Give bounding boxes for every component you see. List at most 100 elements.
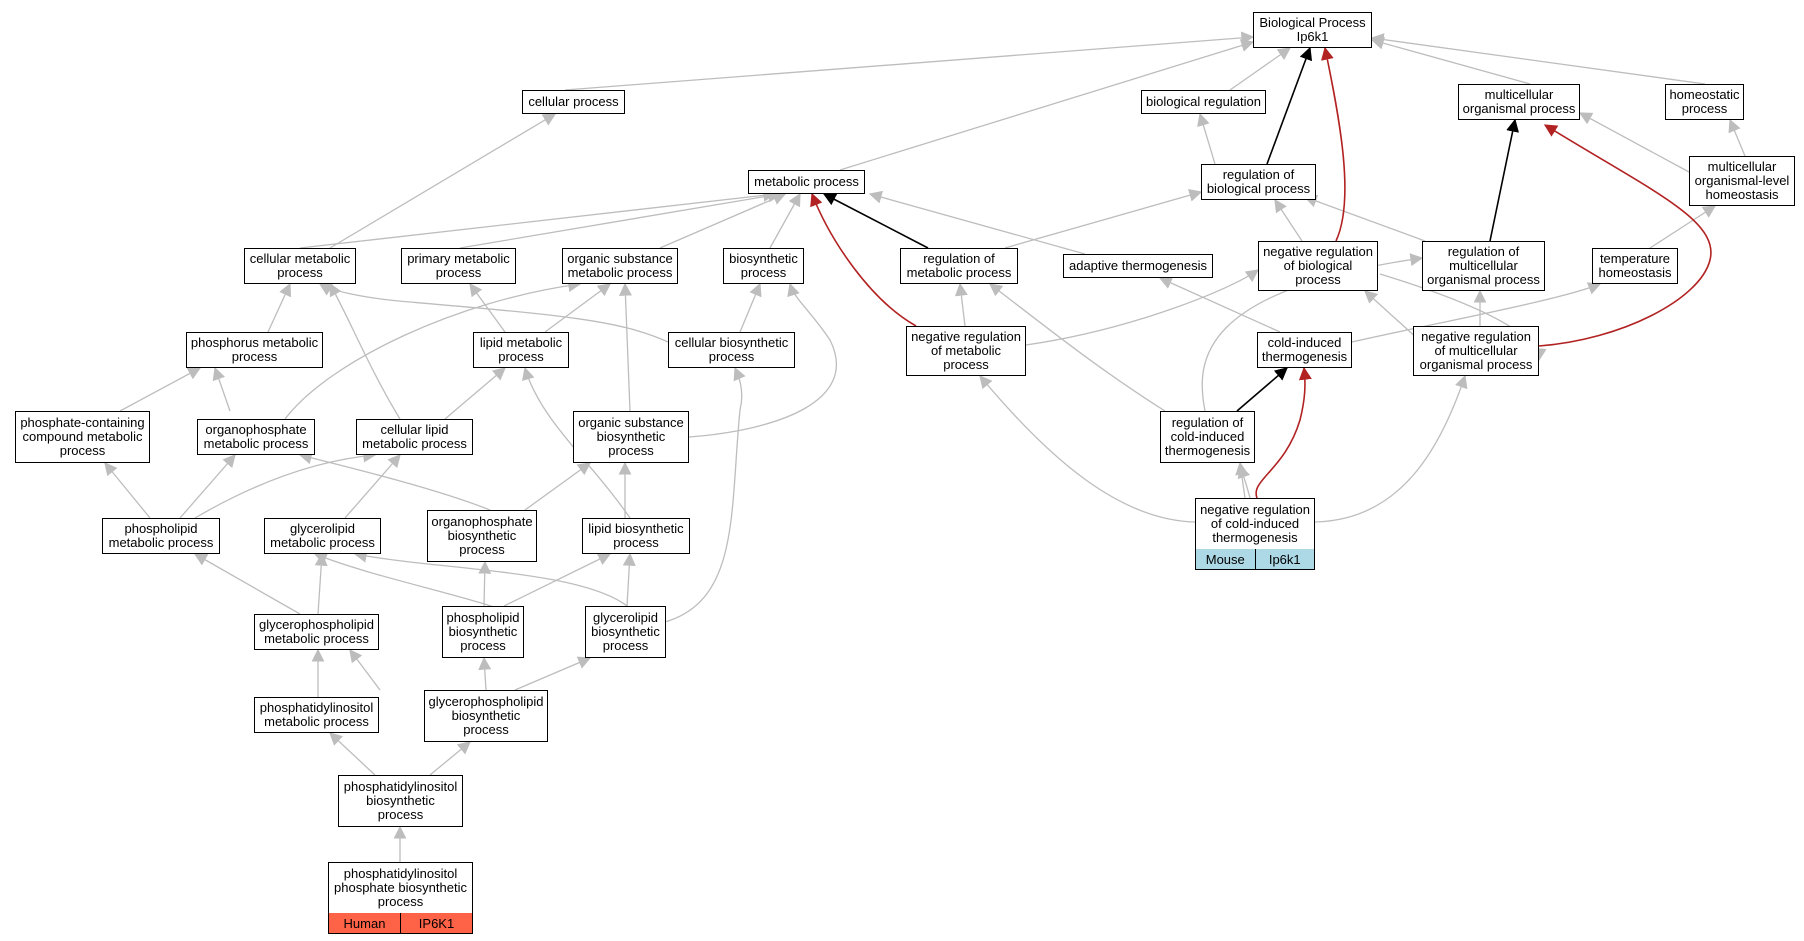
edge-is-a-30 [1351,282,1602,343]
edge-is-a-20 [119,367,202,412]
node-regulation-of-multicellular-organismal-process[interactable]: regulation of multicellular organismal p… [1422,241,1545,291]
edge-is-a-50 [193,553,301,615]
edge-is-a-65 [1237,464,1251,499]
edge-is-a-0 [564,31,1255,91]
edge-is-a-24 [739,282,762,333]
edge-is-a-11 [459,189,782,249]
edge-negatively-regulates-71 [810,192,917,327]
node-glycerolipid-biosynthetic-process[interactable]: glycerolipid biosynthetic process [585,606,666,658]
edge-is-a-41 [194,449,377,519]
node-homeostatic-process[interactable]: homeostatic process [1665,84,1744,120]
node-cellular-biosynthetic-process[interactable]: cellular biosynthetic process [668,332,795,368]
edge-is-a-9 [329,113,557,249]
node-glycerophospholipid-metabolic-process[interactable]: glycerophospholipid metabolic process [254,614,379,650]
edge-is-a-14 [868,190,1086,255]
node-regulation-of-metabolic-process[interactable]: regulation of metabolic process [900,248,1018,284]
edge-is-a-1 [839,39,1255,171]
edge-is-a-59 [349,648,381,691]
edge-is-a-8 [1649,205,1717,249]
edge-is-a-17 [1303,194,1426,242]
node-biosynthetic-process[interactable]: biosynthetic process [723,248,804,284]
node-organic-substance-metabolic-process[interactable]: organic substance metabolic process [562,248,678,284]
edge-is-a-12 [659,192,787,249]
node-cold-induced-thermogenesis[interactable]: cold-induced thermogenesis [1257,332,1352,368]
edge-is-a-36 [329,282,401,420]
edge-is-a-21 [469,282,506,333]
node-primary-metabolic-process[interactable]: primary metabolic process [401,248,516,284]
edge-is-a-38 [688,282,837,438]
node-negative-regulation-of-cold-induced-thermogenesis[interactable]: negative regulation of cold-induced ther… [1195,498,1315,550]
edge-is-a-27 [1158,276,1281,333]
edge-is-a-39 [104,461,151,519]
node-metabolic-process[interactable]: metabolic process [748,170,865,194]
node-organophosphate-biosynthetic-process[interactable]: organophosphate biosynthetic process [427,510,537,562]
edge-is-a-34 [284,279,582,420]
node-phosphate-containing-compound-metabolic-process[interactable]: phosphate-containing compound metabolic … [15,411,150,463]
edge-is-a-60 [478,656,492,691]
node-cellular-lipid-metabolic-process[interactable]: cellular lipid metabolic process [356,419,473,455]
edge-is-a-35 [444,367,506,420]
edge-negatively-regulates-70 [1321,46,1346,242]
node-phosphatidylinositol-biosynthetic-process[interactable]: phosphatidylinositol biosynthetic proces… [338,775,463,827]
edge-regulates-68 [1489,118,1519,242]
node-biological-process[interactable]: Biological Process Ip6k1 [1253,12,1372,48]
edge-is-a-55 [622,552,636,607]
node-biological-regulation[interactable]: biological regulation [1141,90,1266,114]
edge-is-a-40 [179,454,236,519]
edge-is-a-63 [429,741,472,776]
edge-is-a-5 [1197,112,1216,165]
edge-is-a-45 [524,462,592,511]
edge-is-a-42 [344,454,401,519]
edge-is-a-62 [329,732,376,776]
edge-is-a-22 [544,283,612,333]
edge-negatively-regulates-72 [1538,124,1712,347]
edge-regulates-67 [822,193,929,249]
node-phospholipid-biosynthetic-process[interactable]: phospholipid biosynthetic process [442,606,524,658]
edge-is-a-37 [618,282,632,412]
edge-is-a-56 [353,549,628,607]
edge-is-a-7 [1578,112,1690,173]
node-adaptive-thermogenesis[interactable]: adaptive thermogenesis [1063,254,1213,278]
node-organophosphate-metabolic-process[interactable]: organophosphate metabolic process [197,419,315,455]
edge-is-a-13 [769,192,801,249]
node-regulation-of-cold-induced-thermogenesis[interactable]: regulation of cold-induced thermogenesis [1160,411,1255,463]
node-cellular-metabolic-process[interactable]: cellular metabolic process [244,248,356,284]
edge-is-a-48 [979,375,1196,523]
node-lipid-metabolic-process[interactable]: lipid metabolic process [473,332,569,368]
edge-is-a-57 [664,366,746,623]
tag-species-human[interactable]: Human [329,913,400,933]
node-lipid-biosynthetic-process[interactable]: lipid biosynthetic process [582,518,690,554]
edge-is-a-32 [988,283,1166,412]
node-phosphatidylinositol-metabolic-process[interactable]: phosphatidylinositol metabolic process [254,697,379,733]
edge-is-a-52 [478,560,492,607]
node-regulation-of-biological-process[interactable]: regulation of biological process [1201,164,1316,200]
edge-is-a-4 [1370,33,1706,85]
node-negative-regulation-of-metabolic-process[interactable]: negative regulation of metabolic process [906,326,1026,376]
edge-regulates-66 [1266,46,1313,165]
node-organic-substance-biosynthetic-process[interactable]: organic substance biosynthetic process [573,411,689,463]
edge-negatively-regulates-73 [1255,366,1312,499]
edge-is-a-6 [1728,118,1746,157]
node-glycerophospholipid-biosynthetic-process[interactable]: glycerophospholipid biosynthetic process [424,690,548,742]
tag-species-mouse[interactable]: Mouse [1196,549,1255,569]
edge-is-a-46 [298,451,491,511]
node-phospholipid-metabolic-process[interactable]: phospholipid metabolic process [102,518,220,554]
edge-is-a-16 [1274,198,1303,242]
annotation-mouse: Mouse Ip6k1 [1195,549,1315,570]
edge-is-a-23 [318,283,669,343]
node-phosphorus-metabolic-process[interactable]: phosphorus metabolic process [186,332,323,368]
node-multicellular-organismal-level-homeostasis[interactable]: multicellular organismal-level homeostas… [1689,156,1795,206]
edge-is-a-25 [954,282,968,327]
node-multicellular-organismal-process[interactable]: multicellular organismal process [1458,84,1580,120]
tag-gene-mouse[interactable]: Ip6k1 [1254,549,1314,569]
node-negative-regulation-of-biological-process[interactable]: negative regulation of biological proces… [1258,241,1378,291]
node-negative-regulation-of-multicellular-organismal-process[interactable]: negative regulation of multicellular org… [1413,326,1539,376]
edge-is-a-15 [1004,188,1203,249]
node-glycerolipid-metabolic-process[interactable]: glycerolipid metabolic process [264,518,381,554]
node-phosphatidylinositol-phosphate-biosynthetic-process[interactable]: phosphatidylinositol phosphate biosynthe… [328,862,473,914]
edge-is-a-61 [514,656,592,691]
edge-is-a-10 [299,188,777,249]
tag-gene-human[interactable]: IP6K1 [400,913,472,933]
node-temperature-homeostasis[interactable]: temperature homeostasis [1592,248,1678,284]
node-cellular-process[interactable]: cellular process [522,90,625,114]
